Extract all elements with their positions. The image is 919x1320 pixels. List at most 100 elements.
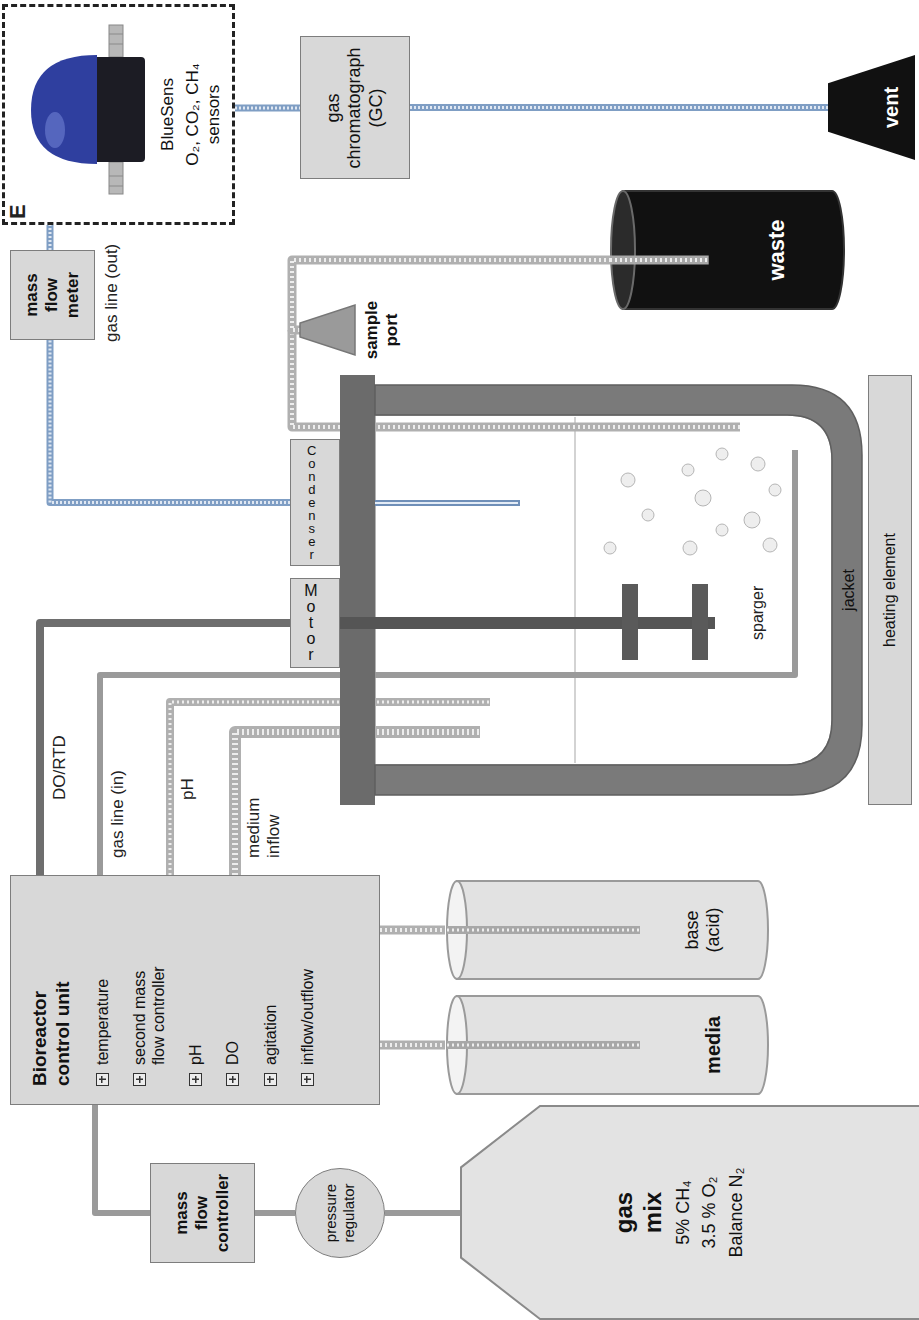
tube-line [255,1210,295,1216]
dip-tube [447,926,640,934]
part-label: medium inflow [244,798,285,858]
checkbox-marker [301,1073,314,1086]
node-label: waste [764,219,790,280]
control-item-label: pH [186,950,205,1065]
fitting-ridge [109,186,123,187]
text-group: media [701,1016,725,1074]
gas-inlet-line [100,450,795,875]
panel-letter: E [5,204,31,219]
part-label: pH [178,778,198,800]
tube-connector [50,340,290,503]
tube-line [380,1041,445,1050]
text-group: gas chromatograph (GC) [323,47,388,168]
text-group: vent [879,87,903,128]
control-item: second mass flow controller [130,950,168,1086]
condenser-box: Condenser [290,439,340,566]
node-label: 5% CH₄ [673,1180,695,1244]
pressure-regulator-circle: pressure regulator [295,1168,385,1258]
text-group: waste [764,219,790,280]
tube-line [50,340,290,503]
tube-pattern [410,106,828,109]
control-item-label: agitation [261,950,280,1065]
gas-bubble [769,484,781,496]
stacked-label: Condenser [307,444,323,561]
sample-port: sample port [300,285,440,375]
node-label: 3.5 % O₂ [699,1177,721,1249]
tube-line [380,926,445,935]
sensor-fitting [109,162,123,194]
node-label: vent [879,87,903,128]
node-label: gas mix [610,1192,668,1233]
gas-chromatograph-box: gas chromatograph (GC) [300,37,410,180]
control-item: pH [186,950,205,1086]
tube-pattern [50,340,290,503]
text-group: gas mix5% CH₄3.5 % O₂Balance N₂ [610,1167,747,1257]
gas-bubble [744,512,760,528]
reactor-lid [340,375,375,805]
gas-bubble [716,448,728,460]
control-item-label: temperature [93,950,112,1065]
control-item-label: inflow/outflow [298,950,317,1065]
node-label: mass flow meter [22,272,83,318]
sensor-dome [31,55,97,164]
fitting-ridge [109,44,123,45]
gas-bubble [604,542,616,554]
dip-tube-pattern [447,1044,640,1047]
mass-flow-meter-box: mass flow meter [10,250,95,340]
waste-tube-pattern [610,258,709,262]
tube-pattern [49,225,52,250]
motor-box: Motor [290,578,340,668]
dip-tube-pattern [447,929,640,932]
tube-line [410,104,828,111]
gas-cylinder: gas mix5% CH₄3.5 % O₂Balance N₂ [460,1105,919,1320]
text-group: heating element [880,533,899,647]
dome-highlight [45,112,65,148]
sample-port-funnel [300,305,355,355]
reactor-jacket: jacket [375,385,862,795]
node-label: base (acid) [682,908,725,953]
node-label: media [701,1016,725,1074]
node-label: Balance N₂ [726,1167,748,1257]
node-label: pressure regulator [322,1183,358,1242]
fitting-ridge [109,176,123,177]
text-group: BlueSensO₂, CO₂, CH₄ sensors [158,55,224,175]
stirrer-shaft [340,617,715,629]
stacked-label: Motor [304,583,325,663]
gas-bubble [682,464,694,476]
tube-pattern [235,107,300,110]
part-label: gas line (in) [108,770,128,858]
line-label: DO/RTD [50,735,70,800]
waste-barrel: waste [610,190,845,310]
checkbox-marker [96,1073,109,1086]
tube-connector [235,108,300,109]
checkbox-marker [264,1073,277,1086]
sensor-mount [93,57,145,162]
tube-connector [380,930,445,931]
dip-tube [447,1041,640,1049]
tube-connector [385,1213,460,1214]
part-label: sparger [748,586,767,640]
tube-line [47,225,54,250]
liquid-level [574,417,576,763]
node-label: BlueSens [158,78,178,151]
control-unit-box: Bioreactor control unittemperaturesecond… [10,875,380,1105]
base-bottle: base (acid) [445,880,770,980]
gas-cylinder-body [461,1106,919,1319]
text-group: Bioreactor control unittemperaturesecond… [29,936,317,1086]
gas-bubble [763,538,777,552]
waste-barrel-outline [610,190,845,310]
gas-bubble [751,457,765,471]
control-item: inflow/outflow [298,950,317,1086]
gas-bubble [695,490,711,506]
vessel-interior [375,415,832,765]
media-bottle: media [445,995,770,1095]
impeller [692,584,708,660]
waste-tube [610,256,709,265]
node-label: gas chromatograph (GC) [323,47,388,168]
control-item: DO [223,950,242,1086]
sensor-photo [5,1,238,222]
tube-connector [95,1105,150,1213]
jacket-band [375,385,862,795]
gas-bubble [621,473,635,487]
